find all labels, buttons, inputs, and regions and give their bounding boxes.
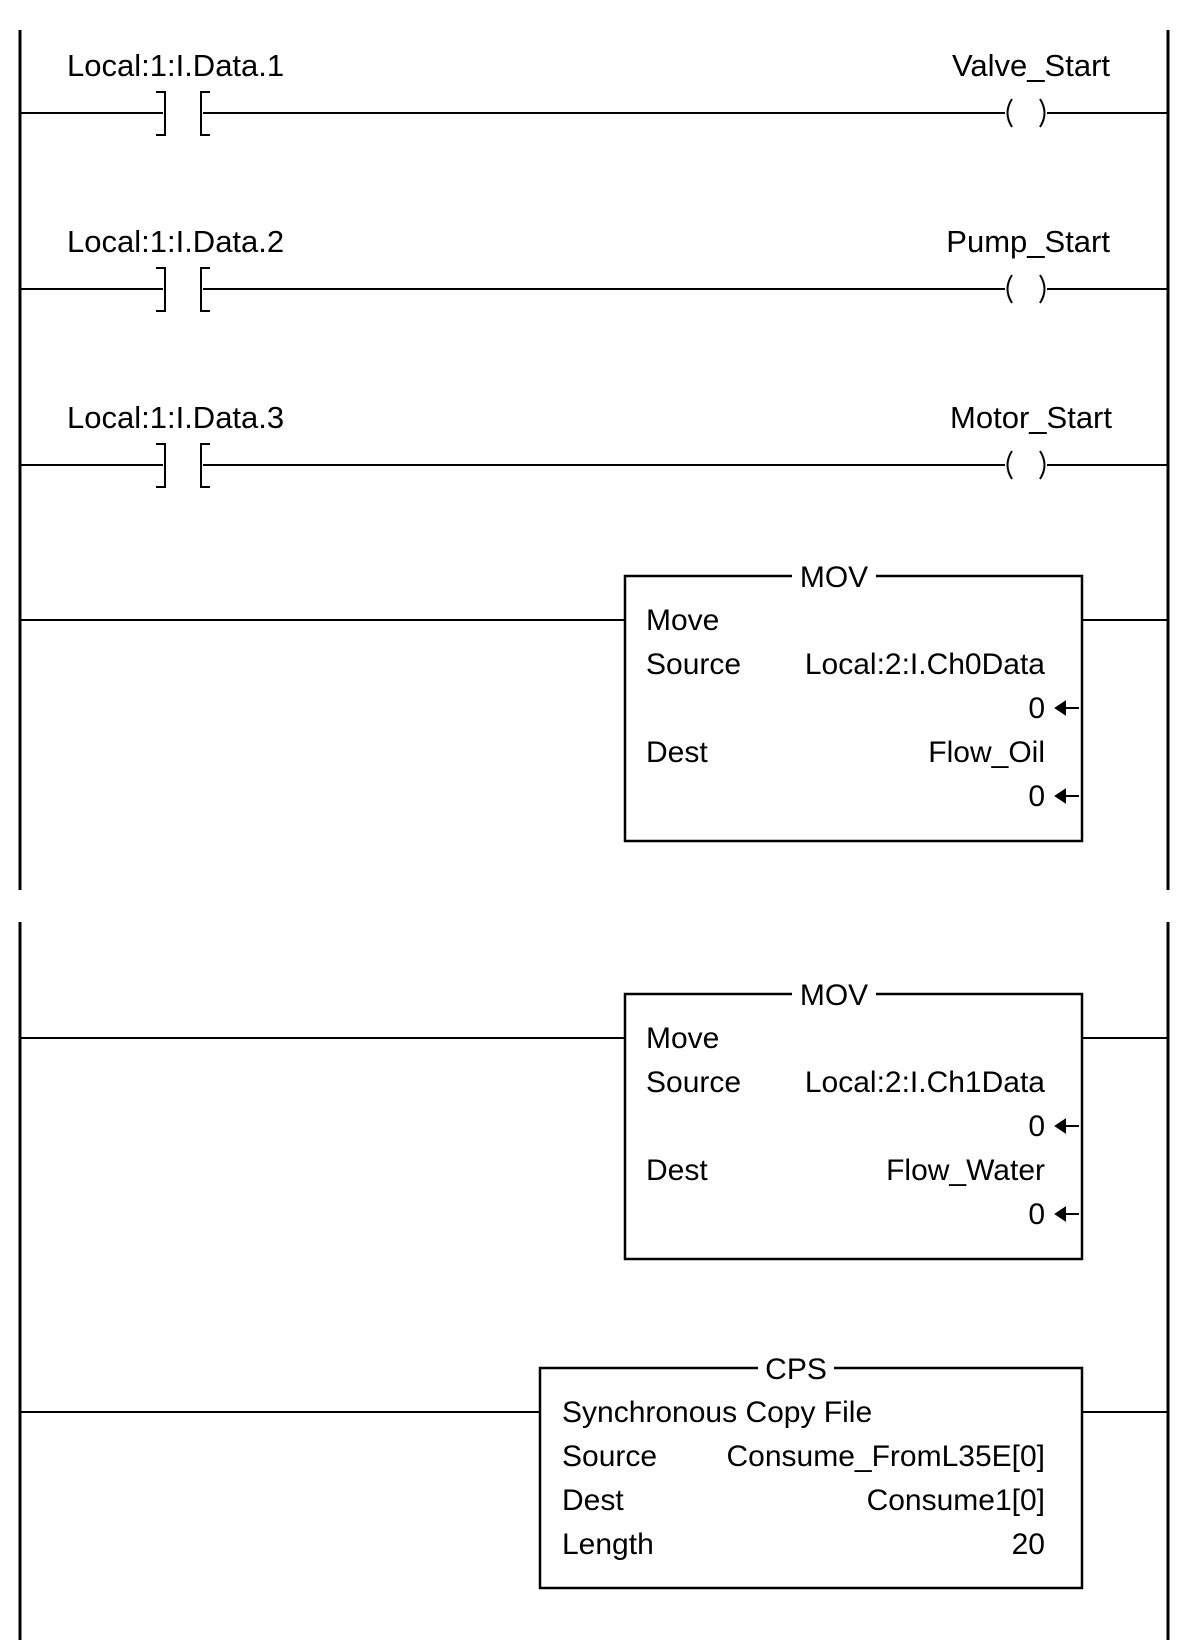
instruction-box bbox=[623, 574, 1084, 843]
contact-tag[interactable]: Local:1:I.Data.2 bbox=[67, 224, 284, 259]
rung-5[interactable]: MOV Move Source Local:2:I.Ch1Data 0 Dest… bbox=[20, 979, 1168, 1261]
contact-tag[interactable]: Local:1:I.Data.1 bbox=[67, 48, 284, 83]
instruction-name: Synchronous Copy File bbox=[562, 1396, 872, 1429]
source-label: Source bbox=[646, 648, 741, 681]
instruction-title: CPS bbox=[765, 1353, 827, 1386]
title-gap bbox=[792, 986, 876, 1002]
source-value: 0 bbox=[1028, 1110, 1045, 1143]
no-contact-icon[interactable] bbox=[156, 267, 210, 312]
ladder-panel-1: Local:1:I.Data.1 Valve_Start Local:1:I.D… bbox=[18, 30, 1170, 890]
rung-6[interactable]: CPS Synchronous Copy File Source Consume… bbox=[20, 1353, 1168, 1590]
dest-tag[interactable]: Flow_Water bbox=[886, 1154, 1045, 1187]
arrow-left-icon bbox=[1054, 1118, 1079, 1134]
output-coil-icon[interactable] bbox=[1006, 274, 1046, 304]
source-label: Source bbox=[646, 1066, 741, 1099]
dest-tag[interactable]: Consume1[0] bbox=[867, 1484, 1045, 1517]
length-label: Length bbox=[562, 1528, 654, 1561]
cps-instruction-block[interactable]: CPS Synchronous Copy File Source Consume… bbox=[538, 1353, 1084, 1590]
source-tag[interactable]: Local:2:I.Ch1Data bbox=[805, 1066, 1045, 1099]
arrow-left-icon bbox=[1054, 1206, 1079, 1222]
arrow-left-icon bbox=[1054, 700, 1079, 716]
instruction-title: MOV bbox=[800, 561, 868, 594]
instruction-box bbox=[623, 992, 1084, 1261]
mov-instruction-block[interactable]: MOV Move Source Local:2:I.Ch0Data 0 Dest… bbox=[623, 561, 1084, 843]
instruction-title: MOV bbox=[800, 979, 868, 1012]
no-contact-icon[interactable] bbox=[156, 443, 210, 488]
coil-tag[interactable]: Motor_Start bbox=[950, 400, 1112, 435]
dest-value: 0 bbox=[1028, 780, 1045, 813]
dest-label: Dest bbox=[646, 736, 708, 769]
dest-tag[interactable]: Flow_Oil bbox=[928, 736, 1045, 769]
rung-3[interactable]: Local:1:I.Data.3 Motor_Start bbox=[20, 400, 1168, 488]
instruction-name: Move bbox=[646, 604, 719, 637]
rung-4[interactable]: MOV Move Source Local:2:I.Ch0Data 0 Dest… bbox=[20, 561, 1168, 843]
instruction-name: Move bbox=[646, 1022, 719, 1055]
ladder-panel-2: MOV Move Source Local:2:I.Ch1Data 0 Dest… bbox=[18, 922, 1170, 1640]
coil-tag[interactable]: Pump_Start bbox=[946, 224, 1110, 259]
length-value[interactable]: 20 bbox=[1012, 1528, 1045, 1561]
dest-label: Dest bbox=[562, 1484, 624, 1517]
arrow-left-icon bbox=[1054, 788, 1079, 804]
dest-value: 0 bbox=[1028, 1198, 1045, 1231]
source-tag[interactable]: Local:2:I.Ch0Data bbox=[805, 648, 1045, 681]
no-contact-icon[interactable] bbox=[156, 91, 210, 136]
coil-tag[interactable]: Valve_Start bbox=[952, 48, 1110, 83]
source-label: Source bbox=[562, 1440, 657, 1473]
title-gap bbox=[758, 1360, 834, 1376]
output-coil-icon[interactable] bbox=[1006, 450, 1046, 480]
dest-label: Dest bbox=[646, 1154, 708, 1187]
mov-instruction-block[interactable]: MOV Move Source Local:2:I.Ch1Data 0 Dest… bbox=[623, 979, 1084, 1261]
contact-tag[interactable]: Local:1:I.Data.3 bbox=[67, 400, 284, 435]
rung-2[interactable]: Local:1:I.Data.2 Pump_Start bbox=[20, 224, 1168, 312]
source-value: 0 bbox=[1028, 692, 1045, 725]
title-gap bbox=[792, 568, 876, 584]
source-tag[interactable]: Consume_FromL35E[0] bbox=[727, 1440, 1046, 1473]
rung-1[interactable]: Local:1:I.Data.1 Valve_Start bbox=[20, 48, 1168, 136]
output-coil-icon[interactable] bbox=[1006, 98, 1046, 128]
